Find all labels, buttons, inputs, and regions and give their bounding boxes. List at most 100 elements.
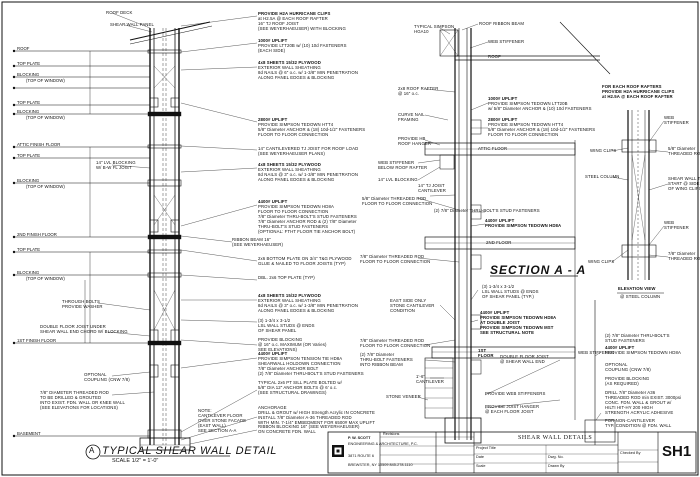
center-note-head: 4x8 SHEETS 15/32 PLYWOOD bbox=[258, 60, 321, 65]
level-blocking-1: BLOCKING bbox=[17, 72, 40, 77]
section-first-floor: 1ST FLOOR bbox=[478, 348, 494, 358]
section-uplift-1000-body: PROVIDE SIMPSON TEDOWN LTT20B w/ 5/8" Di… bbox=[488, 101, 592, 111]
level-top-plate-3: TOP PLATE bbox=[17, 153, 41, 158]
level-markers bbox=[12, 49, 16, 438]
section-web-stiffener-3: PROVIDE WEB STIFFENERS bbox=[485, 391, 546, 396]
tb-date: Date bbox=[476, 455, 485, 459]
shear-wall-panel-framing bbox=[129, 21, 213, 451]
left-dimension-lines bbox=[84, 51, 91, 343]
section-threaded-rod-3: 7/8" Diameter THREADED ROD FLOOR TO FLOO… bbox=[360, 338, 431, 348]
center-note-body: PROVIDE BLOCKING @ 16" o.c. MAXIMUM (OR … bbox=[258, 337, 327, 352]
note-double-floor-joist: DOUBLE FLOOR JOIST UNDER SHEAR WALL END … bbox=[40, 324, 128, 334]
title-block-frame bbox=[327, 431, 697, 474]
section-uplift-4400: 4400# UPLIFT bbox=[485, 218, 514, 223]
center-note-body: at H2.5A @ EACH ROOF RAFTER 16" TJ ROOF … bbox=[258, 16, 346, 31]
section-threaded-rod: 5/8" Diameter THREADED ROD FLOOR TO FLOO… bbox=[362, 196, 433, 206]
section-east-side: EAST SIDE ONLY STONE CANTILEVER CONDITIO… bbox=[390, 298, 435, 313]
level-basement: BASEMENT bbox=[17, 431, 41, 436]
level-second-floor: 2ND FINISH FLOOR bbox=[17, 232, 57, 237]
center-note-body: 14" CANTILEVERED TJ JOIST FOR ROOF LOAD … bbox=[258, 146, 359, 156]
section-thru-bolts: (2) 7/8" Diameter THRU-BOLT'S STUD FASTE… bbox=[434, 208, 540, 213]
section-non-cantilever: FOR NON-CANTILEVER TYP. CONDITION @ FDN.… bbox=[605, 418, 672, 428]
section-second-floor: 2ND FLOOR bbox=[486, 240, 512, 245]
section-uplift-1000-head: 1000# UPLIFT bbox=[488, 96, 518, 101]
center-note-body: (3) 1-3/4 x 3-1/2 LSL WALL STUDS @ ENDS … bbox=[258, 318, 315, 333]
center-note: (3) 1-3/4 x 3-1/2 LSL WALL STUDS @ ENDS … bbox=[258, 318, 315, 333]
elevation-threaded-rod: 5/8" Diameter THREADED ROD bbox=[668, 146, 700, 156]
section-thru-bolt-fast: (2) 7/8" Diameter THRU-BOLT'S STUD FASTE… bbox=[605, 333, 670, 343]
section-double-joist: DOUBLE FLOOR JOIST @ SHEAR WALL END bbox=[500, 354, 549, 364]
center-note-head: 2800# UPLIFT bbox=[258, 117, 288, 122]
tb-engineer: P. W. SCOTT bbox=[348, 436, 371, 440]
note-lvl-blocking: 14" LVL BLOCKING W/ B-W FL JOIST bbox=[96, 160, 136, 170]
section-hb-hanger: PROVIDE HB ROOF HANGER bbox=[398, 136, 432, 146]
section-uplift-4400c-body: PROVIDE SIMPSON TEDOWN HD8A bbox=[605, 350, 681, 355]
elevation-leader-lines bbox=[611, 120, 669, 263]
level-blocking-1-sub: (TOP OF WINDOW) bbox=[26, 78, 65, 83]
center-note: RIBBON BLOCKING 16" (SEE WEYERHAEUSER) O… bbox=[258, 424, 360, 434]
center-note-body: 2x6 BOTTOM PLATE ON 3/4" T&G PLYWOOD GLU… bbox=[258, 256, 352, 266]
center-note-head: 4x8 SHEETS 15/32 PLYWOOD bbox=[258, 293, 321, 298]
center-leader-lines bbox=[180, 15, 258, 445]
section-stone-veneer: STONE VENEER bbox=[386, 394, 421, 399]
center-note-body: RIBBON BEAM 16" (SEE WEYERHAEUSER) bbox=[232, 237, 283, 247]
section-rafter: 2x8 ROOF RAFTER @ 16" o.c. bbox=[398, 86, 439, 96]
section-roof-ribbon: ROOF RIBBON BEAM bbox=[479, 21, 525, 26]
section-uplift-4400-body: PROVIDE SIMPSON TEDOWN HD8A bbox=[485, 223, 561, 228]
section-typical-simpson: TYPICAL SIMPSON HGA10 bbox=[414, 24, 455, 34]
elevation-title: ELEVATION VIEW bbox=[618, 286, 656, 291]
center-note-body: RIBBON BLOCKING 16" (SEE WEYERHAEUSER) O… bbox=[258, 424, 360, 434]
detail-marker-circle bbox=[85, 444, 101, 460]
tb-project-title: Project Title bbox=[476, 446, 496, 450]
section-drill: DRILL 7/8" Diameter A36 THREADED ROD min… bbox=[605, 390, 682, 415]
section-uplift-4400b-head: 4400# UPLIFT bbox=[480, 310, 510, 315]
elevation-threaded-rod-2: 7/8" Diameter THREADED ROD bbox=[668, 251, 700, 261]
level-top-plate-4: TOP PLATE bbox=[17, 247, 41, 252]
level-attic-floor: ATTIC FINISH FLOOR bbox=[17, 142, 61, 147]
elevation-steel-column: STEEL COLUMN bbox=[585, 174, 620, 179]
center-note-body: PROVIDE LTT20B w/ (10) 10d FASTENERS (EA… bbox=[258, 43, 347, 53]
section-uplift-4400c: 4400# UPLIFT bbox=[605, 345, 634, 350]
section-title: SECTION A - A bbox=[490, 263, 587, 277]
tb-drawn-by: Drawn By bbox=[548, 464, 565, 468]
center-note: 14" CANTILEVERED TJ JOIST FOR ROOF LOAD … bbox=[258, 146, 358, 156]
section-uplift-4400b-body: PROVIDE SIMPSON TEDOWN HD8A AT DOUBLE JO… bbox=[480, 315, 557, 335]
section-threaded-rod-2: 7/8" Diameter THREADED ROD FLOOR TO FLOO… bbox=[360, 254, 431, 264]
center-note-head: PROVIDE H2A HURRICANE CLIPS bbox=[258, 11, 331, 16]
center-note-body: PROVIDE SIMPSON TEDOWN HD8A FLOOR TO FLO… bbox=[258, 204, 357, 234]
left-level-lines bbox=[14, 50, 150, 437]
tb-address1: 3871 ROUTE 6 bbox=[348, 454, 374, 458]
center-note-head: 4400# UPLIFT bbox=[258, 351, 288, 356]
tb-checked-by: Checked By bbox=[620, 451, 641, 455]
level-blocking-2-sub: (TOP OF WINDOW) bbox=[26, 115, 65, 120]
section-lvl-joist: 14" TJ JOIST CANTILEVER bbox=[418, 183, 446, 193]
level-blocking-3-sub: (TOP OF WINDOW) bbox=[26, 184, 65, 189]
section-web-stiffener-1: WEB STIFFENER bbox=[488, 39, 525, 44]
section-leader-lines bbox=[417, 23, 602, 421]
firm-logo bbox=[332, 445, 344, 457]
section-a-a-framing bbox=[424, 21, 616, 445]
section-uplift-4400-head: 4400# UPLIFT bbox=[485, 218, 515, 223]
section-uplift-4400c-head: 4400# UPLIFT bbox=[605, 345, 635, 350]
section-attic-floor: ATTIC FLOOR bbox=[478, 146, 508, 151]
center-note: DBL. 2x6 TOP PLATE (TYP) bbox=[258, 275, 315, 280]
elevation-view-framing bbox=[621, 110, 657, 280]
level-blocking-3: BLOCKING bbox=[17, 178, 40, 183]
detail-marker-letter: A bbox=[89, 446, 95, 455]
elevation-note-top: FOR EACH ROOF RAFTERS PROVIDE H2A HURRIC… bbox=[602, 84, 675, 99]
section-web-stiffener-2: WEB STIFFENER BELOW ROOF RAFTER bbox=[378, 160, 428, 170]
section-thru-bolts-2: (2) 7/8" Diameter THRU-BOLT FASTENERS IN… bbox=[360, 352, 413, 367]
center-note: PROVIDE BLOCKING @ 16" o.c. MAXIMUM (OR … bbox=[258, 337, 327, 352]
section-roof: ROOF bbox=[488, 54, 501, 59]
section-optional-coupling: OPTIONAL COUPLING (CNW 7/8) bbox=[605, 362, 651, 372]
section-fdn-wall: PROVIDE BLOCKING (AS REQUIRED) bbox=[605, 376, 650, 386]
level-top-plate-2: TOP PLATE bbox=[17, 100, 41, 105]
section-uplift-2800-body: PROVIDE SIMPSON TEDOWN HTT4 5/8" Diamete… bbox=[488, 122, 596, 137]
center-note-head: 4400# UPLIFT bbox=[258, 199, 288, 204]
